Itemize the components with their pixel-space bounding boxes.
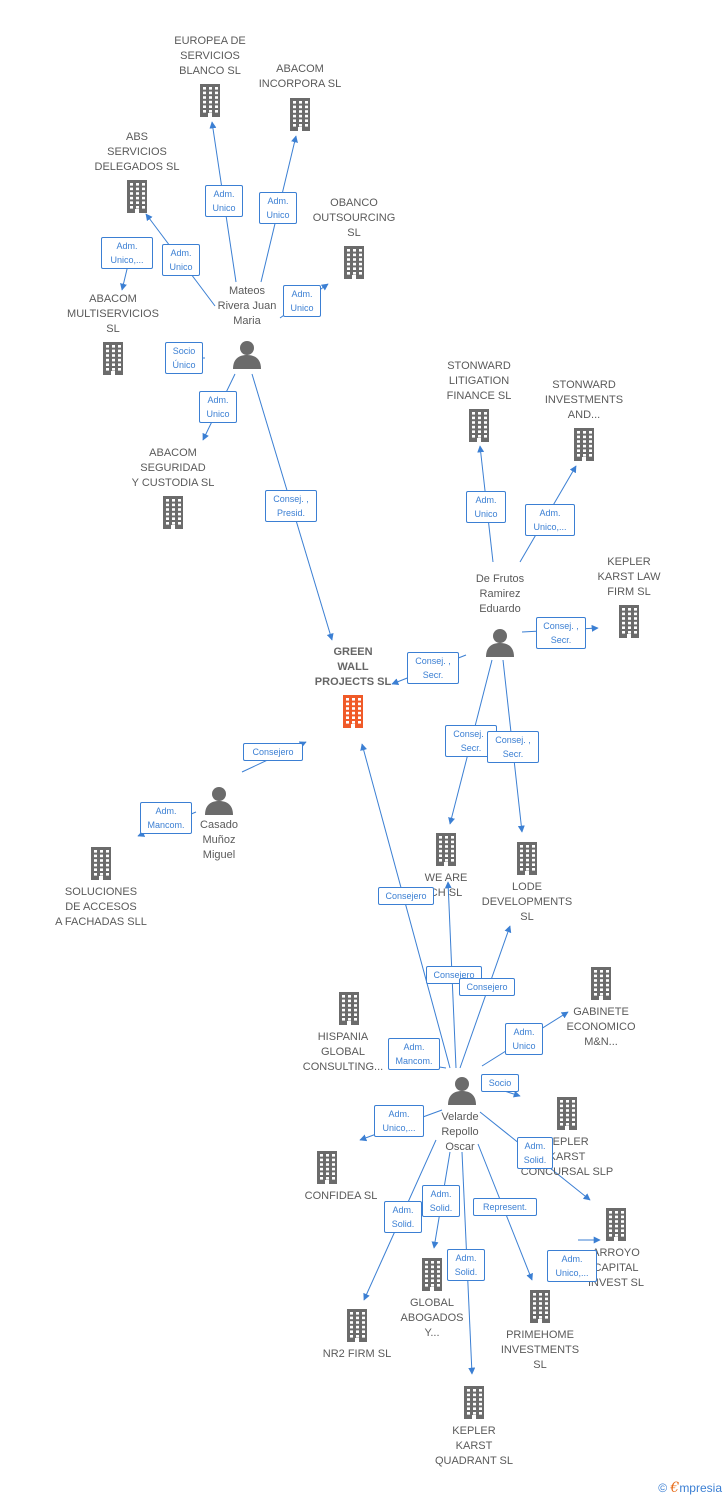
building-icon-global_abog[interactable] bbox=[418, 1257, 446, 1296]
node-label-abacom_seg[interactable]: ABACOM SEGURIDAD Y CUSTODIA SL bbox=[131, 447, 215, 489]
node-label-abs[interactable]: ABS SERVICIOS DELEGADOS SL bbox=[94, 131, 180, 173]
node-label-confidea[interactable]: CONFIDEA SL bbox=[304, 1190, 378, 1202]
edge-label-mateos-obanco[interactable]: Adm. Unico bbox=[283, 285, 321, 317]
building-icon-lode[interactable] bbox=[513, 841, 541, 880]
node-label-nr2[interactable]: NR2 FIRM SL bbox=[322, 1348, 392, 1360]
node-label-mateos[interactable]: Mateos Rivera Juan Maria bbox=[217, 285, 277, 327]
building-icon-greenwall[interactable] bbox=[339, 694, 367, 733]
node-label-soluciones[interactable]: SOLUCIONES DE ACCESOS A FACHADAS SLL bbox=[55, 886, 147, 928]
edge-label-velarde-kepler_quad[interactable]: Adm. Solid. bbox=[447, 1249, 485, 1281]
person-icon-casado[interactable] bbox=[204, 785, 234, 820]
edge-label-velarde-greenwall[interactable]: Consejero bbox=[378, 887, 434, 905]
node-label-abacom_inc[interactable]: ABACOM INCORPORA SL bbox=[258, 63, 342, 90]
building-icon-kepler_quad[interactable] bbox=[460, 1385, 488, 1424]
edge-label-casado-greenwall[interactable]: Consejero bbox=[243, 743, 303, 761]
building-icon-weare[interactable] bbox=[432, 832, 460, 871]
edge-label-defrutos-greenwall[interactable]: Consej. , Secr. bbox=[407, 652, 459, 684]
node-label-gabinete[interactable]: GABINETE ECONOMICO M&N... bbox=[566, 1006, 636, 1048]
node-label-arroyo[interactable]: ARROYO CAPITAL INVEST SL bbox=[587, 1247, 645, 1289]
building-icon-soluciones[interactable] bbox=[87, 846, 115, 885]
node-label-lode[interactable]: LODE DEVELOPMENTS SL bbox=[481, 881, 573, 923]
building-icon-obanco[interactable] bbox=[340, 245, 368, 284]
node-label-europea[interactable]: EUROPEA DE SERVICIOS BLANCO SL bbox=[174, 35, 246, 77]
edge-velarde-greenwall bbox=[360, 743, 451, 1069]
node-label-kepler_law[interactable]: KEPLER KARST LAW FIRM SL bbox=[597, 556, 661, 598]
edge-label-velarde-hispania[interactable]: Adm. Mancom. bbox=[388, 1038, 440, 1070]
edge-label-defrutos-kepler_law[interactable]: Consej. , Secr. bbox=[536, 617, 586, 649]
edge-label-velarde-kepler_conc[interactable]: Socio bbox=[481, 1074, 519, 1092]
building-icon-kepler_conc[interactable] bbox=[553, 1096, 581, 1135]
node-label-kepler_quad[interactable]: KEPLER KARST QUADRANT SL bbox=[434, 1425, 514, 1467]
person-icon-defrutos[interactable] bbox=[485, 627, 515, 662]
edge-label-velarde-arroyo[interactable]: Adm. Solid. bbox=[517, 1137, 553, 1169]
edge-label-mateos-abs[interactable]: Adm. Unico bbox=[162, 244, 200, 276]
edge-label-mateos-abacom_seg[interactable]: Adm. Unico bbox=[199, 391, 237, 423]
edge-label-velarde-lode[interactable]: Consejero bbox=[459, 978, 515, 996]
node-label-defrutos[interactable]: De Frutos Ramirez Eduardo bbox=[475, 573, 525, 615]
building-icon-primehome[interactable] bbox=[526, 1289, 554, 1328]
node-label-casado[interactable]: Casado Muñoz Miguel bbox=[200, 819, 238, 861]
node-label-hispania[interactable]: HISPANIA GLOBAL CONSULTING... bbox=[302, 1031, 384, 1073]
edge-label-velarde-nr2[interactable]: Adm. Solid. bbox=[384, 1201, 422, 1233]
brand-initial: € bbox=[670, 1480, 680, 1496]
building-icon-abacom_seg[interactable] bbox=[159, 495, 187, 534]
building-icon-stonward_lit[interactable] bbox=[465, 408, 493, 447]
edge-label-mateos-abacom_inc[interactable]: Adm. Unico bbox=[259, 192, 297, 224]
building-icon-abacom_inc[interactable] bbox=[286, 97, 314, 136]
building-icon-abacom_multi[interactable] bbox=[99, 341, 127, 380]
edge-label-velarde-primehome[interactable]: Represent. bbox=[473, 1198, 537, 1216]
node-label-primehome[interactable]: PRIMEHOME INVESTMENTS SL bbox=[500, 1329, 580, 1371]
node-label-velarde[interactable]: Velarde Repollo Oscar bbox=[441, 1111, 479, 1153]
edge-label-velarde-global_abog[interactable]: Adm. Solid. bbox=[422, 1185, 460, 1217]
building-icon-abs[interactable] bbox=[123, 179, 151, 218]
building-icon-confidea[interactable] bbox=[313, 1150, 341, 1189]
node-label-kepler_conc[interactable]: KEPLER KARST CONCURSAL SLP bbox=[520, 1136, 614, 1178]
edge-label-mateos-abacom_multi[interactable]: Socio Único bbox=[165, 342, 203, 374]
copyright-symbol: © bbox=[658, 1481, 668, 1495]
node-label-stonward_inv[interactable]: STONWARD INVESTMENTS AND... bbox=[544, 379, 624, 421]
node-label-greenwall[interactable]: GREEN WALL PROJECTS SL bbox=[314, 646, 392, 688]
node-label-obanco[interactable]: OBANCO OUTSOURCING SL bbox=[312, 197, 396, 239]
person-icon-mateos[interactable] bbox=[232, 339, 262, 374]
edge-label-mateos-europea[interactable]: Adm. Unico bbox=[205, 185, 243, 217]
building-icon-kepler_law[interactable] bbox=[615, 604, 643, 643]
node-label-stonward_lit[interactable]: STONWARD LITIGATION FINANCE SL bbox=[446, 360, 512, 402]
brand-name: mpresia bbox=[679, 1481, 722, 1495]
edge-label-defrutos-lode[interactable]: Consej. , Secr. bbox=[487, 731, 539, 763]
node-label-abacom_multi[interactable]: ABACOM MULTISERVICIOS SL bbox=[67, 293, 159, 335]
brand-watermark: © €mpresia bbox=[658, 1480, 722, 1496]
edge-label-mateos-greenwall[interactable]: Consej. , Presid. bbox=[265, 490, 317, 522]
building-icon-gabinete[interactable] bbox=[587, 966, 615, 1005]
edge-label-velarde-gabinete[interactable]: Adm. Unico bbox=[505, 1023, 543, 1055]
building-icon-stonward_inv[interactable] bbox=[570, 427, 598, 466]
edge-label-casado-soluciones[interactable]: Adm. Mancom. bbox=[140, 802, 192, 834]
person-icon-velarde[interactable] bbox=[447, 1075, 477, 1110]
node-label-global_abog[interactable]: GLOBAL ABOGADOS Y... bbox=[400, 1297, 464, 1339]
building-icon-arroyo[interactable] bbox=[602, 1207, 630, 1246]
building-icon-nr2[interactable] bbox=[343, 1308, 371, 1347]
edge-label-defrutos-stonward_lit[interactable]: Adm. Unico bbox=[466, 491, 506, 523]
edge-label-velarde-arroyo[interactable]: Adm. Unico,... bbox=[547, 1250, 597, 1282]
edge-label-velarde-confidea[interactable]: Adm. Unico,... bbox=[374, 1105, 424, 1137]
building-icon-europea[interactable] bbox=[196, 83, 224, 122]
edge-velarde-lode bbox=[459, 925, 512, 1069]
building-icon-hispania[interactable] bbox=[335, 991, 363, 1030]
edge-label-defrutos-stonward_inv[interactable]: Adm. Unico,... bbox=[525, 504, 575, 536]
edge-label-mateos-abacom_multi[interactable]: Adm. Unico,... bbox=[101, 237, 153, 269]
